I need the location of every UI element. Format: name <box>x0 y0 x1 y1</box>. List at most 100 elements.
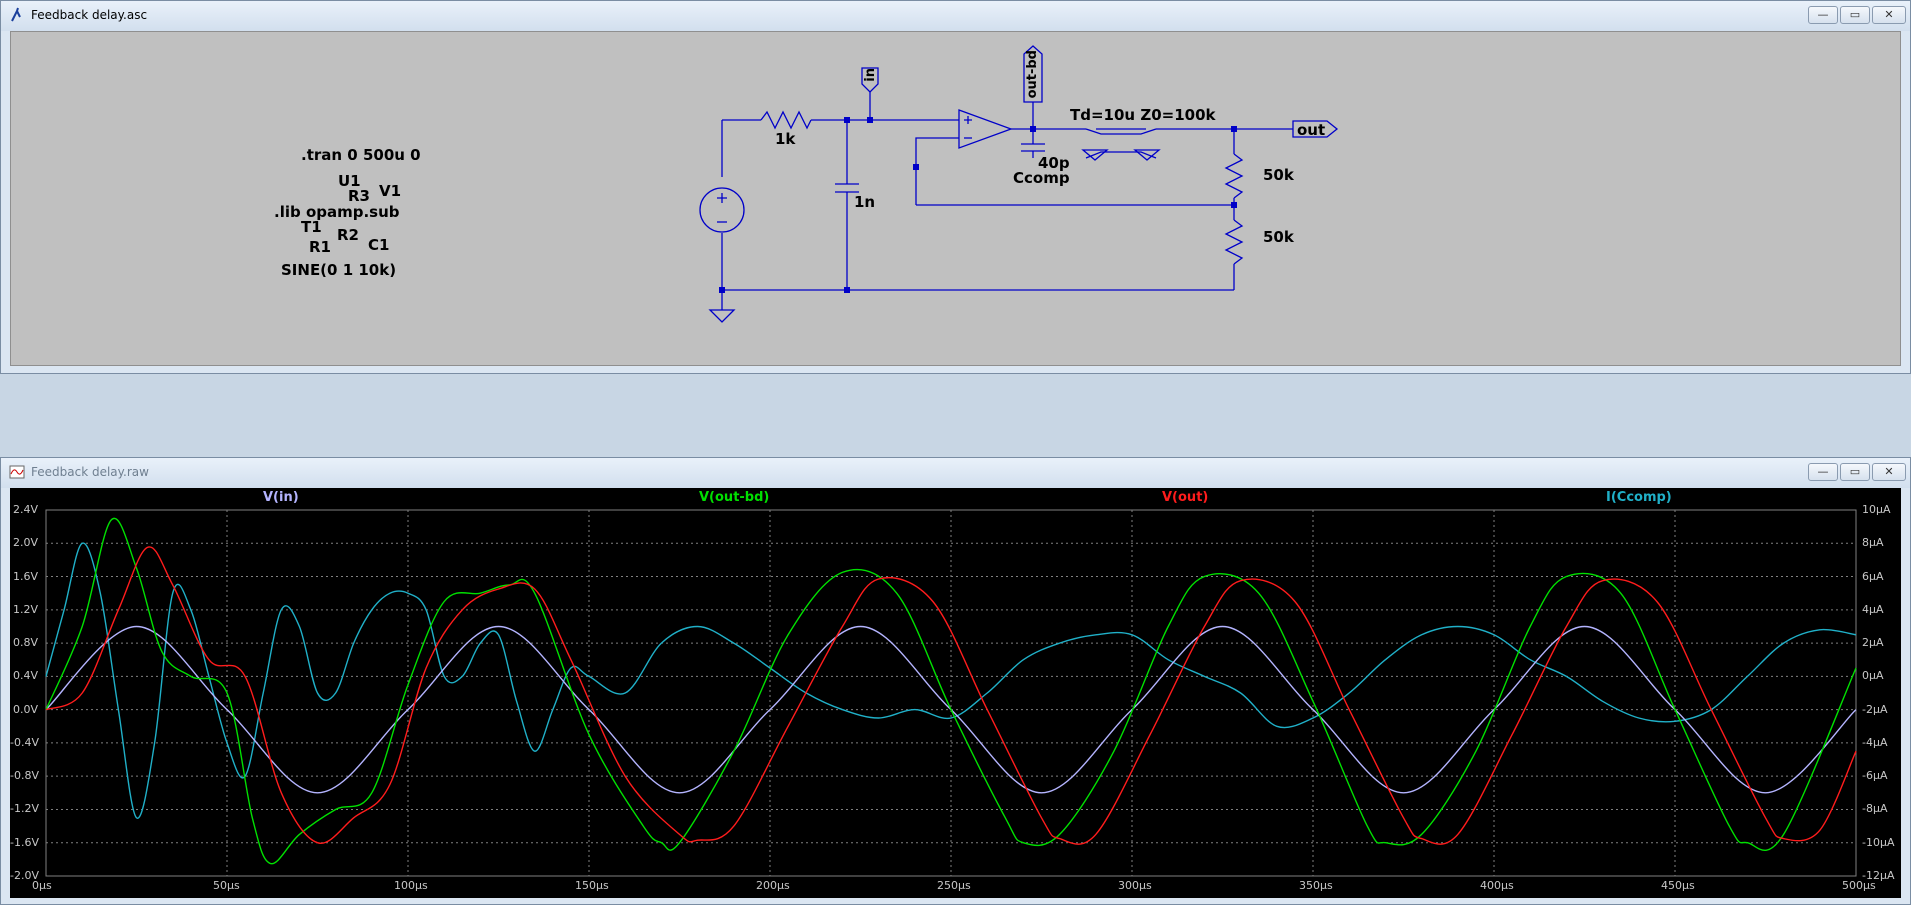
ground-symbol <box>708 309 736 323</box>
ccomp-name[interactable]: Ccomp <box>1013 169 1070 187</box>
plot-window: Feedback delay.raw — ▭ ✕ V(in) V(out-bd)… <box>0 457 1911 905</box>
y-tick-label: -1.6V <box>10 835 39 849</box>
y2-tick-label: -2µA <box>1862 702 1888 716</box>
x-tick-label: 300µs <box>1118 879 1152 892</box>
x-tick-label: 100µs <box>394 879 428 892</box>
in-flag <box>861 67 879 93</box>
resistor-50k-bottom-value[interactable]: 50k <box>1263 228 1294 246</box>
ref-r3: R3 <box>348 187 370 205</box>
y2-tick-label: 6µA <box>1862 569 1884 583</box>
y-tick-label: -0.8V <box>10 769 39 783</box>
y-tick-label: -0.4V <box>10 735 39 749</box>
restore-button[interactable]: ▭ <box>1840 463 1870 481</box>
ref-r2: R2 <box>337 226 359 244</box>
y2-tick-label: 0µA <box>1862 669 1884 683</box>
resistor-1k <box>760 110 812 130</box>
restore-icon: ▭ <box>1849 465 1861 478</box>
resistor-50k-top <box>1224 153 1244 199</box>
trace-label-i-ccomp[interactable]: I(Ccomp) <box>1606 490 1672 505</box>
minimize-icon: — <box>1817 8 1829 21</box>
minimize-button[interactable]: — <box>1808 463 1838 481</box>
tran-directive[interactable]: .tran 0 500u 0 <box>301 146 421 164</box>
x-tick-label: 350µs <box>1299 879 1333 892</box>
net-label-out-bd[interactable]: out-bd <box>1025 50 1040 99</box>
ltspice-icon <box>11 7 21 22</box>
y-tick-label: 2.0V <box>12 536 38 550</box>
net-label-in[interactable]: in <box>863 68 878 82</box>
net-label-out[interactable]: out <box>1297 121 1326 139</box>
resistor-50k-bottom <box>1224 219 1244 265</box>
restore-button[interactable]: ▭ <box>1840 6 1870 24</box>
tline-body <box>1085 128 1157 159</box>
tline-ground-right <box>1133 149 1161 161</box>
y2-tick-label: 2µA <box>1862 636 1884 650</box>
trace-v-out-bd[interactable] <box>45 517 1857 865</box>
close-button[interactable]: ✕ <box>1872 6 1906 24</box>
y-tick-label: 1.2V <box>12 602 38 616</box>
x-tick-label: 50µs <box>213 879 240 892</box>
minimize-button[interactable]: — <box>1808 6 1838 24</box>
schematic-drawing <box>699 45 1339 323</box>
lib-directive[interactable]: .lib opamp.sub <box>274 203 400 221</box>
schematic-titlebar[interactable]: Feedback delay.asc — ▭ ✕ <box>1 1 1910 31</box>
junction <box>719 287 725 293</box>
junction <box>1030 126 1036 132</box>
y-tick-label: 0.0V <box>12 702 38 716</box>
y2-tick-label: 4µA <box>1862 602 1884 616</box>
y-tick-label: 2.4V <box>12 503 38 516</box>
schematic-canvas[interactable]: .tran 0 500u 0 U1 R3 V1 .lib opamp.sub T… <box>10 31 1901 366</box>
ref-c1: C1 <box>368 236 390 254</box>
x-tick-label: 500µs <box>1842 879 1876 892</box>
ref-v1: V1 <box>379 182 402 200</box>
y2-tick-label: -8µA <box>1862 802 1888 816</box>
junction <box>1231 126 1237 132</box>
waveform-chart[interactable] <box>10 488 1903 898</box>
x-tick-label: 250µs <box>937 879 971 892</box>
source-plus <box>717 193 727 203</box>
minimize-icon: — <box>1817 465 1829 478</box>
plot-titlebar[interactable]: Feedback delay.raw — ▭ ✕ <box>1 458 1910 488</box>
junction <box>867 117 873 123</box>
y-tick-label: 0.8V <box>12 636 38 650</box>
resistor-50k-top-value[interactable]: 50k <box>1263 166 1294 184</box>
trace-label-v-in[interactable]: V(in) <box>263 490 299 505</box>
tline-params[interactable]: Td=10u Z0=100k <box>1070 106 1216 124</box>
sine-value[interactable]: SINE(0 1 10k) <box>281 261 397 279</box>
out-bd-flag <box>1023 45 1043 103</box>
junction <box>913 164 919 170</box>
plot-window-title: Feedback delay.raw <box>31 465 149 479</box>
y2-tick-label: -10µA <box>1862 835 1895 849</box>
y-tick-label: 0.4V <box>12 669 38 683</box>
restore-icon: ▭ <box>1849 8 1861 21</box>
y2-tick-label: -6µA <box>1862 769 1888 783</box>
ref-t1: T1 <box>301 218 322 236</box>
capacitor-1n-value[interactable]: 1n <box>854 193 876 211</box>
out-flag <box>1292 120 1339 138</box>
wire-opamp-neg-in <box>915 137 959 205</box>
close-icon: ✕ <box>1884 8 1894 21</box>
x-tick-label: 400µs <box>1480 879 1514 892</box>
close-icon: ✕ <box>1884 465 1894 478</box>
trace-label-v-out[interactable]: V(out) <box>1162 490 1209 505</box>
ccomp-value[interactable]: 40p <box>1038 154 1070 172</box>
ref-r1: R1 <box>309 238 331 256</box>
resistor-1k-value[interactable]: 1k <box>775 130 796 148</box>
junction <box>1231 202 1237 208</box>
y2-tick-label: 10µA <box>1862 503 1891 516</box>
trace-i-ccomp[interactable] <box>45 542 1857 819</box>
y2-tick-label: -12µA <box>1862 869 1895 882</box>
opamp-triangle <box>958 109 1013 149</box>
y-tick-label: -1.2V <box>10 802 39 816</box>
ref-u1: U1 <box>338 172 361 190</box>
x-tick-label: 450µs <box>1661 879 1695 892</box>
y-tick-label: -2.0V <box>10 869 39 882</box>
trace-label-v-out-bd[interactable]: V(out-bd) <box>699 490 770 505</box>
x-tick-label: 150µs <box>575 879 609 892</box>
y-tick-label: 1.6V <box>12 569 38 583</box>
junction <box>844 117 850 123</box>
x-tick-label: 0µs <box>32 879 52 892</box>
trace-v-out[interactable] <box>45 546 1857 845</box>
close-button[interactable]: ✕ <box>1872 463 1906 481</box>
waveform-plot[interactable]: V(in) V(out-bd) V(out) I(Ccomp) 0µs 50µs 1… <box>10 488 1901 898</box>
opamp-plus <box>964 116 972 124</box>
